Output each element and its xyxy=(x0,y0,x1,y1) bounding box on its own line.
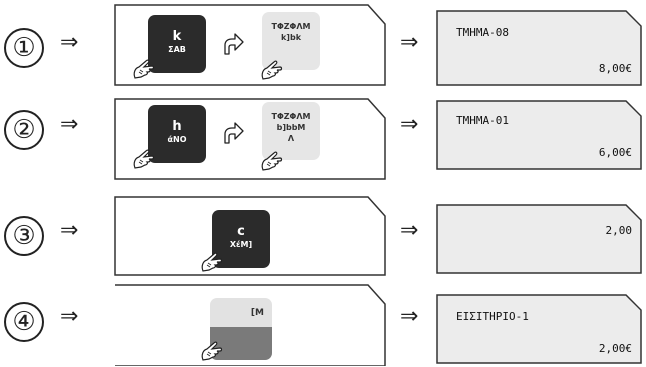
text-key-tfzflm-1[interactable]: ΤΦΖΦΛΜ k]bk xyxy=(262,12,320,70)
key-line: k]bk xyxy=(280,33,302,42)
key-tag-label: [Μ xyxy=(250,308,264,318)
display-amount: 2,00€ xyxy=(598,342,632,355)
keypad-panel-4: [Μ xyxy=(114,284,386,366)
pointing-finger-icon xyxy=(133,59,155,79)
arrow-right-icon: ⇒ xyxy=(400,218,419,243)
key-line: Λ xyxy=(287,134,295,143)
arrow-right-icon: ⇒ xyxy=(60,304,79,329)
arrow-right-icon: ⇒ xyxy=(60,218,79,243)
display-panel-1: ΤΜΗΜΑ-08 8,00€ xyxy=(436,10,642,86)
key-main-label: k xyxy=(172,29,182,44)
swap-arrow-icon xyxy=(224,33,244,55)
display-amount: 6,00€ xyxy=(598,146,632,159)
step-row-3: ③ ⇒ c ΧέΜ] ⇒ 2,00 xyxy=(0,190,646,278)
department-key-c[interactable]: c ΧέΜ] xyxy=(212,210,270,268)
key-line: b]bbM xyxy=(276,123,306,132)
swap-arrow-icon xyxy=(224,122,244,144)
step-number-2: ② xyxy=(4,110,44,150)
pointing-finger-icon xyxy=(261,60,283,80)
text-key-tfzflm-2[interactable]: ΤΦΖΦΛΜ b]bbM Λ xyxy=(262,102,320,160)
cash-total-key[interactable]: [Μ xyxy=(210,298,272,360)
key-lower-half xyxy=(210,327,272,360)
arrow-right-icon: ⇒ xyxy=(400,30,419,55)
display-line-1: ΤΜΗΜΑ-08 xyxy=(456,26,509,39)
display-panel-3: 2,00 xyxy=(436,204,642,274)
step-number-3: ③ xyxy=(4,216,44,256)
keypad-panel-3: c ΧέΜ] xyxy=(114,196,386,276)
key-main-label: h xyxy=(172,119,182,134)
department-key-k[interactable]: k ΣΑΒ xyxy=(148,15,206,73)
pointing-finger-icon xyxy=(261,151,283,171)
arrow-right-icon: ⇒ xyxy=(60,112,79,137)
arrow-right-icon: ⇒ xyxy=(60,30,79,55)
step-row-2: ② ⇒ h άΝΟ ΤΦΖΦΛΜ b]bbM Λ ⇒ ΤΜΗΜΑ-01 6,00… xyxy=(0,90,646,180)
display-amount: 8,00€ xyxy=(598,62,632,75)
key-line: ΤΦΖΦΛΜ xyxy=(271,22,311,31)
key-sub-label: ΣΑΒ xyxy=(168,45,186,54)
display-amount: 2,00 xyxy=(605,224,633,237)
key-sub-label: άΝΟ xyxy=(167,135,187,144)
arrow-right-icon: ⇒ xyxy=(400,304,419,329)
key-sub-label: ΧέΜ] xyxy=(229,240,253,249)
display-panel-4: ΕΙΣΙΤΗΡΙΟ-1 2,00€ xyxy=(436,294,642,364)
display-line-1: ΤΜΗΜΑ-01 xyxy=(456,114,509,127)
step-number-1: ① xyxy=(4,28,44,68)
step-row-4: ④ ⇒ [Μ ⇒ ΕΙΣΙΤΗΡΙΟ-1 2,00€ xyxy=(0,278,646,366)
pointing-finger-icon xyxy=(133,149,155,169)
step-row-1: ① ⇒ k ΣΑΒ ΤΦΖΦΛΜ k]bk ⇒ ΤΜΗΜΑ-08 8,00€ xyxy=(0,2,646,90)
keypad-panel-2: h άΝΟ ΤΦΖΦΛΜ b]bbM Λ xyxy=(114,98,386,180)
keypad-panel-1: k ΣΑΒ ΤΦΖΦΛΜ k]bk xyxy=(114,4,386,86)
key-main-label: c xyxy=(237,224,245,239)
step-number-4: ④ xyxy=(4,302,44,342)
department-key-h[interactable]: h άΝΟ xyxy=(148,105,206,163)
display-line-1: ΕΙΣΙΤΗΡΙΟ-1 xyxy=(456,310,529,323)
key-line: ΤΦΖΦΛΜ xyxy=(271,112,311,121)
pointing-finger-icon xyxy=(201,341,223,361)
display-panel-2: ΤΜΗΜΑ-01 6,00€ xyxy=(436,100,642,170)
pointing-finger-icon xyxy=(201,252,223,272)
arrow-right-icon: ⇒ xyxy=(400,112,419,137)
